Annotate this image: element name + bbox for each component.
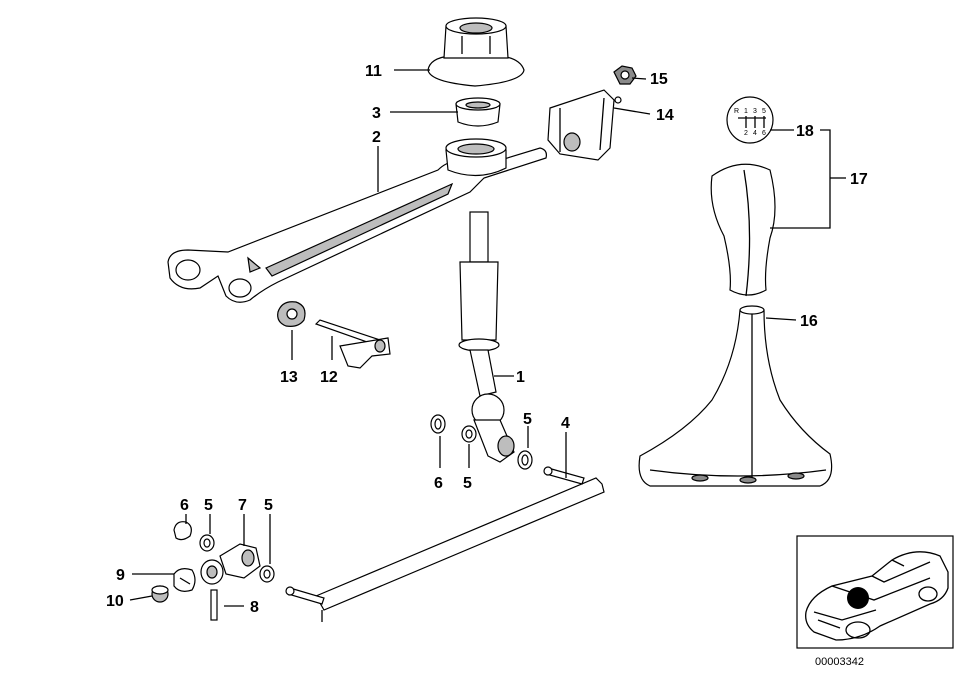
callout-13: 13 — [280, 369, 298, 386]
callout-5-bottom-right: 5 — [264, 497, 273, 514]
callout-4: 4 — [561, 415, 570, 432]
callout-7: 7 — [238, 497, 247, 514]
callout-5-lever-left: 5 — [463, 475, 472, 492]
emblem-label-6: 6 — [762, 130, 766, 137]
emblem-label-3: 3 — [753, 108, 757, 115]
selector-rod-part — [314, 319, 391, 369]
callout-17: 17 — [850, 171, 868, 188]
rubber-mount-part — [277, 301, 306, 327]
emblem-label-r: R — [734, 108, 739, 115]
emblem-label-4: 4 — [753, 130, 757, 137]
knob-emblem-part: R 1 3 5 2 4 6 — [726, 96, 774, 144]
small-parts-group — [151, 521, 275, 621]
callout-6-lever: 6 — [434, 475, 443, 492]
car-location-inset — [796, 535, 954, 649]
emblem-label-1: 1 — [744, 108, 748, 115]
callout-9: 9 — [116, 567, 125, 584]
shift-bracket-part — [167, 138, 547, 303]
callout-10: 10 — [106, 593, 124, 610]
callout-8: 8 — [250, 599, 259, 616]
bracket-part — [547, 89, 622, 161]
shift-knob-part — [710, 163, 776, 297]
callout-11: 11 — [365, 63, 382, 80]
callout-16: 16 — [800, 313, 818, 330]
callout-12: 12 — [320, 369, 338, 386]
callout-6-bottom: 6 — [180, 497, 189, 514]
callout-15: 15 — [650, 71, 668, 88]
location-marker — [847, 587, 869, 609]
car-outline — [805, 551, 949, 641]
rubber-boot-part — [427, 17, 525, 87]
emblem-label-2: 2 — [744, 130, 748, 137]
callout-2: 2 — [372, 129, 381, 146]
callout-18: 18 — [796, 123, 814, 140]
bushing-part — [455, 97, 501, 127]
leader-lines — [129, 69, 846, 607]
emblem-label-5: 5 — [762, 108, 766, 115]
callout-5-lever: 5 — [523, 411, 532, 428]
nut-part — [613, 65, 637, 85]
callout-5-bottom-left: 5 — [204, 497, 213, 514]
selector-rod-long-part — [285, 466, 605, 622]
callout-3: 3 — [372, 105, 381, 122]
diagram-number: 00003342 — [815, 656, 864, 668]
washer-part — [430, 414, 533, 470]
gaiter-part — [638, 305, 833, 487]
callout-labels: 11 3 2 15 14 18 17 16 1 13 12 5 4 6 5 6 … — [106, 63, 868, 616]
callout-14: 14 — [656, 107, 674, 124]
shift-lever-part — [458, 211, 515, 463]
callout-1: 1 — [516, 369, 525, 386]
